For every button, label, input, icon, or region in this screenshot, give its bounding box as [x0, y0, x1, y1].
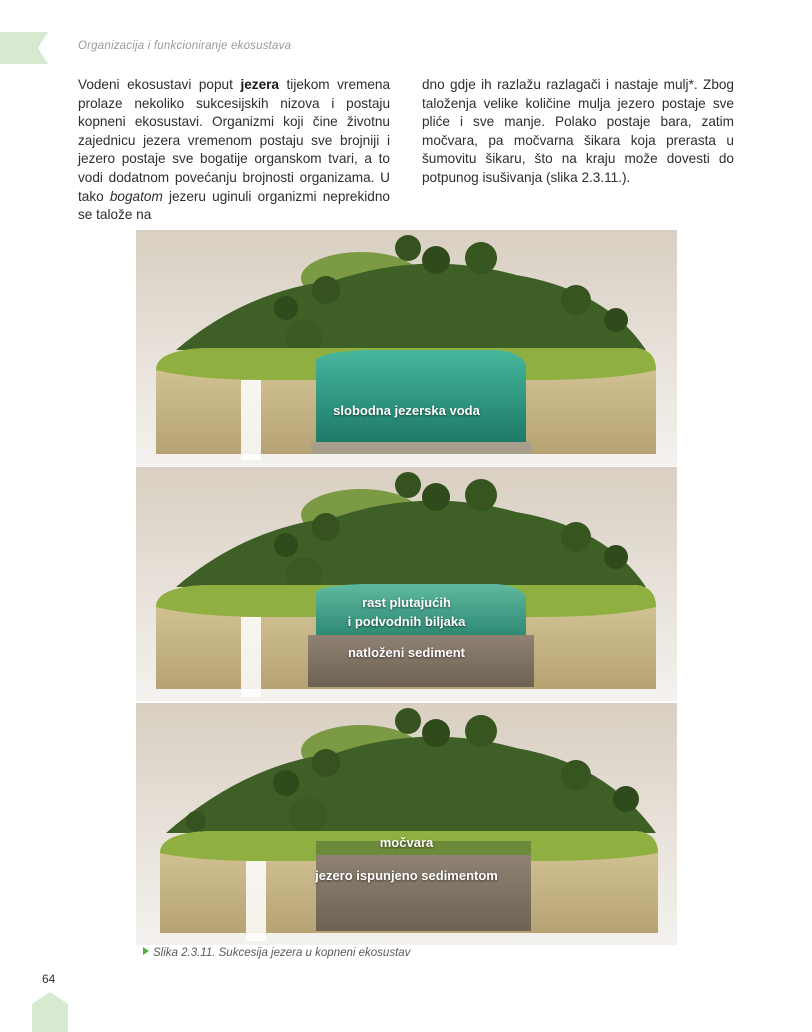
- cut-gap: [241, 617, 261, 697]
- running-head: Organizacija i funkcioniranje ekosustava: [78, 40, 292, 52]
- caption-text: Slika 2.3.11. Sukcesija jezera u kopneni…: [153, 947, 411, 959]
- lake-illustration: [136, 467, 677, 701]
- text-fragment: jezeru uginuli organizmi neprekidno se t…: [78, 188, 390, 223]
- caption-arrow-icon: [143, 947, 149, 955]
- label-open-water: slobodna jezerska voda: [333, 403, 480, 418]
- text-column-left: Vodeni ekosustavi poput jezera tijekom v…: [78, 76, 390, 225]
- bold-term: jezera: [240, 77, 279, 92]
- figure-stage-marsh: močvara jezero ispunjeno sedimentom: [136, 703, 677, 945]
- cut-gap: [246, 861, 266, 941]
- lake-illustration: [136, 230, 677, 466]
- italic-term: bogatom: [109, 188, 163, 204]
- lake-bed: [311, 442, 531, 454]
- figure-stage-open-water: slobodna jezerska voda: [136, 230, 677, 466]
- header-tab: [0, 32, 48, 64]
- forest: [166, 736, 656, 833]
- figure-stage-plants: rast plutajućih i podvodnih biljaka natl…: [136, 467, 677, 701]
- lake-water: [316, 584, 526, 635]
- cut-gap: [241, 380, 261, 460]
- figure-caption: Slika 2.3.11. Sukcesija jezera u kopneni…: [143, 947, 410, 959]
- label-sediment: natloženi sediment: [347, 645, 466, 660]
- page-number: 64: [42, 972, 56, 986]
- label-marsh: močvara: [379, 835, 434, 850]
- text-fragment: Vodeni ekosustavi poput: [78, 77, 241, 92]
- label-plants-line2: i podvodnih biljaka: [347, 614, 466, 629]
- footer-tab: [32, 992, 68, 1032]
- label-plants-line1: rast plutajućih: [362, 595, 451, 610]
- sediment-layer: [308, 635, 534, 687]
- text-column-right: dno gdje ih razlažu razlagači i nastaje …: [422, 77, 734, 185]
- sediment-fill: [316, 855, 531, 931]
- marsh-surface: [316, 841, 531, 855]
- lake-water: [316, 350, 526, 442]
- text-fragment: tijekom vremena prolaze nekoliko sukcesi…: [78, 77, 391, 204]
- lake-illustration: [136, 703, 677, 945]
- label-filled-lake: jezero ispunjeno sedimentom: [315, 868, 498, 883]
